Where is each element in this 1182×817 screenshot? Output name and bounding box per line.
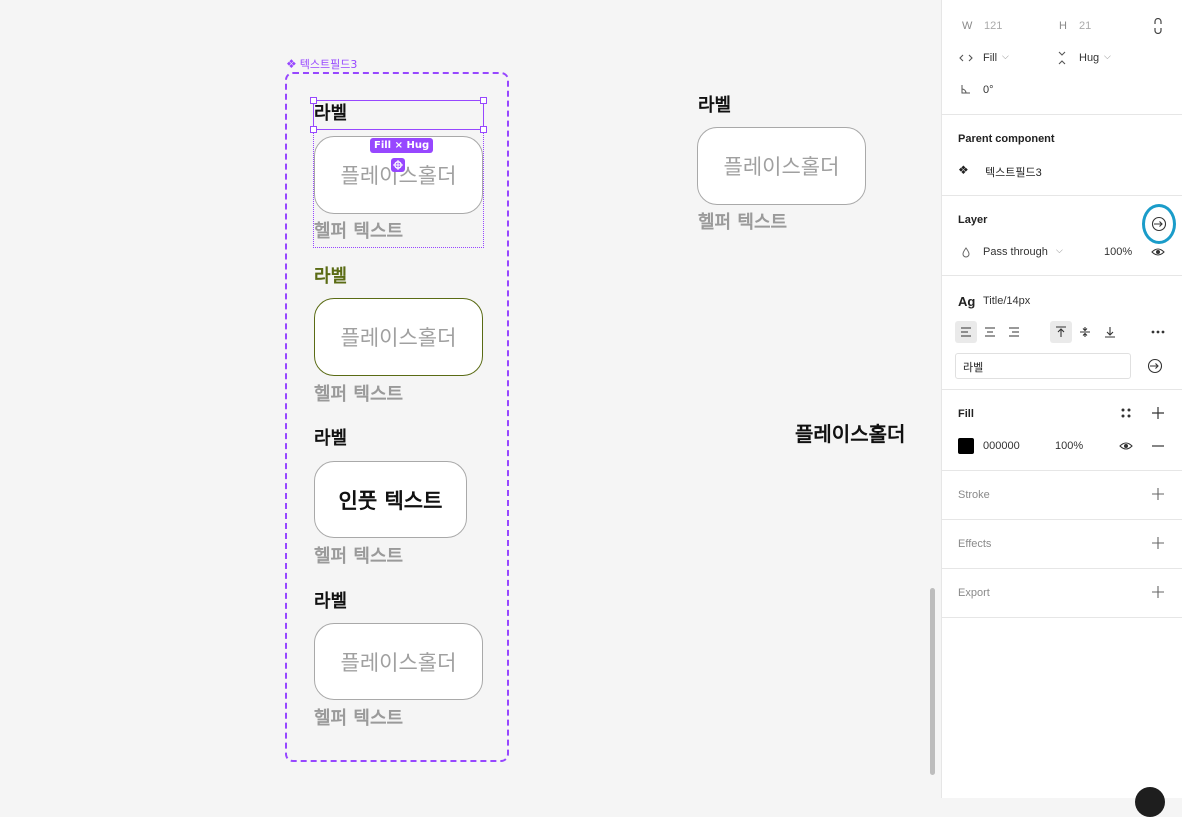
- apply-variable-icon[interactable]: [1145, 357, 1165, 375]
- parent-component-name[interactable]: 텍스트필드3: [985, 167, 1042, 179]
- horizontal-resizing-icon: [958, 52, 974, 64]
- floating-text-layer[interactable]: 플레이스홀더: [795, 422, 906, 446]
- align-center-button[interactable]: [979, 321, 1001, 343]
- height-label: H: [1059, 20, 1067, 32]
- field-label[interactable]: 라벨: [314, 266, 348, 287]
- helper-text[interactable]: 헬퍼 텍스트: [314, 708, 404, 729]
- width-label: W: [962, 20, 973, 32]
- properties-panel: W 121 H 21 Fill ⌵ Hug ⌵ 0° Parent compon…: [941, 0, 1182, 798]
- blend-mode-value[interactable]: Pass through: [983, 246, 1048, 258]
- text-input[interactable]: 플레이스홀더: [314, 623, 483, 700]
- horizontal-resizing-value[interactable]: Fill: [983, 52, 998, 64]
- width-value[interactable]: 121: [984, 20, 1003, 32]
- field-label[interactable]: 라벨: [698, 95, 732, 116]
- fill-hex-value[interactable]: 000000: [983, 440, 1020, 452]
- stroke-section: Stroke: [942, 471, 1182, 520]
- eye-icon[interactable]: [1150, 246, 1166, 258]
- fill-section: Fill 000000 100%: [942, 390, 1182, 471]
- effects-section: Effects: [942, 520, 1182, 569]
- layer-title: Layer: [958, 214, 988, 226]
- align-right-button[interactable]: [1003, 321, 1025, 343]
- fill-title: Fill: [958, 408, 974, 420]
- vertical-resizing-value[interactable]: Hug: [1079, 52, 1100, 64]
- styles-grid-icon[interactable]: [1119, 406, 1133, 420]
- more-options-icon[interactable]: [1147, 321, 1169, 343]
- chevron-down-icon[interactable]: ⌵: [1002, 51, 1009, 61]
- text-input[interactable]: 인풋 텍스트: [314, 461, 467, 538]
- fill-opacity-value[interactable]: 100%: [1055, 440, 1084, 452]
- component-icon: ❖: [286, 57, 297, 71]
- height-value[interactable]: 21: [1079, 20, 1092, 32]
- export-title: Export: [958, 587, 990, 599]
- component-name-tag[interactable]: ❖ 텍스트필드3: [286, 56, 357, 72]
- text-section: Ag Title/14px: [942, 276, 1182, 390]
- align-middle-button[interactable]: [1074, 321, 1096, 343]
- resize-handle-tr[interactable]: [480, 97, 487, 104]
- design-canvas[interactable]: ❖ 텍스트필드3 라벨 플레이스홀더 Fill × Hug 헬퍼 텍스트 라벨 …: [0, 0, 941, 798]
- resize-handle-bl[interactable]: [310, 126, 317, 133]
- help-button[interactable]: [1135, 787, 1165, 817]
- align-top-button[interactable]: [1050, 321, 1072, 343]
- parent-component-title: Parent component: [958, 133, 1055, 145]
- canvas-scrollbar[interactable]: [930, 588, 935, 775]
- export-section: Export: [942, 569, 1182, 618]
- helper-text[interactable]: 헬퍼 텍스트: [698, 212, 788, 233]
- component-name: 텍스트필드3: [299, 58, 358, 71]
- vertical-resizing-icon: [1056, 51, 1068, 65]
- helper-text[interactable]: 헬퍼 텍스트: [314, 221, 404, 242]
- auto-layout-target-icon[interactable]: [391, 158, 405, 172]
- fill-color-swatch[interactable]: [958, 438, 974, 454]
- text-style-name[interactable]: Title/14px: [983, 295, 1031, 307]
- resize-handle-br[interactable]: [480, 126, 487, 133]
- field-label[interactable]: 라벨: [314, 103, 348, 124]
- rotation-icon: [960, 83, 972, 95]
- helper-text[interactable]: 헬퍼 텍스트: [314, 546, 404, 567]
- rotation-value[interactable]: 0°: [983, 84, 994, 96]
- blend-mode-icon: [961, 246, 971, 258]
- add-fill-icon[interactable]: [1151, 406, 1165, 420]
- layer-section: Layer Pass through ⌵ 100%: [942, 196, 1182, 276]
- text-content-input[interactable]: 라벨: [955, 353, 1131, 379]
- add-effect-icon[interactable]: [1151, 536, 1165, 550]
- chevron-down-icon[interactable]: ⌵: [1056, 245, 1063, 255]
- add-export-icon[interactable]: [1151, 585, 1165, 599]
- eye-icon[interactable]: [1118, 440, 1134, 452]
- text-style-icon: Ag: [958, 294, 976, 309]
- layer-opacity-value[interactable]: 100%: [1104, 246, 1133, 258]
- selected-label-box[interactable]: [310, 97, 487, 133]
- add-stroke-icon[interactable]: [1151, 487, 1165, 501]
- apply-variable-icon[interactable]: [1142, 204, 1176, 244]
- chevron-down-icon[interactable]: ⌵: [1104, 51, 1111, 61]
- text-input[interactable]: 플레이스홀더: [314, 298, 483, 376]
- field-label[interactable]: 라벨: [314, 591, 348, 612]
- helper-text[interactable]: 헬퍼 텍스트: [314, 384, 404, 405]
- align-left-button[interactable]: [955, 321, 977, 343]
- sizing-badge: Fill × Hug: [370, 138, 434, 153]
- text-input[interactable]: 플레이스홀더: [697, 127, 866, 205]
- stroke-title: Stroke: [958, 489, 990, 501]
- remove-fill-icon[interactable]: [1151, 444, 1165, 448]
- component-set-frame[interactable]: [285, 72, 509, 762]
- resize-handle-tl[interactable]: [310, 97, 317, 104]
- dimensions-section: W 121 H 21 Fill ⌵ Hug ⌵ 0°: [942, 0, 1182, 115]
- constrain-proportions-icon[interactable]: [1150, 16, 1166, 36]
- effects-title: Effects: [958, 538, 992, 550]
- component-icon: ❖: [958, 163, 969, 177]
- parent-component-section: Parent component ❖ 텍스트필드3: [942, 115, 1182, 196]
- field-label[interactable]: 라벨: [314, 428, 348, 449]
- align-bottom-button[interactable]: [1099, 321, 1121, 343]
